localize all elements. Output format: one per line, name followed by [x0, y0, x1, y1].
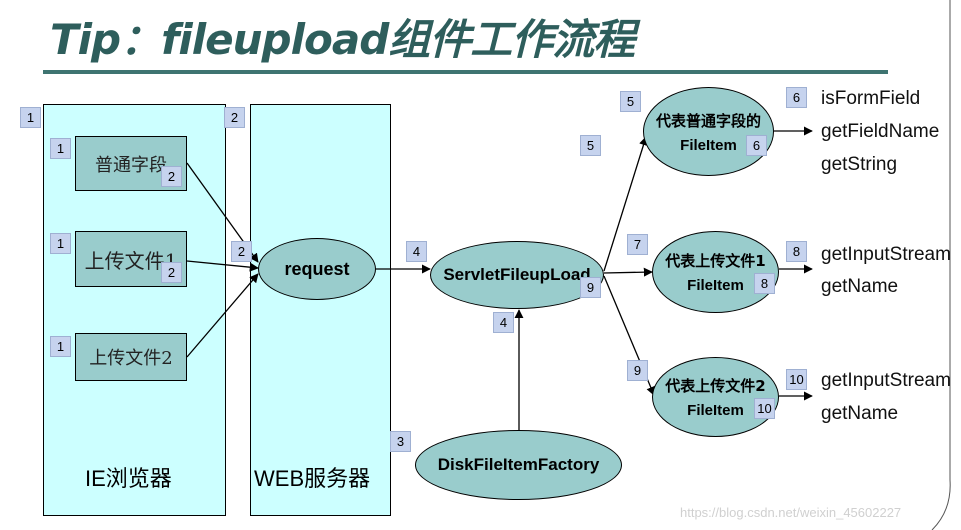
request-label: request: [284, 258, 350, 279]
step-badge: 9: [580, 277, 601, 298]
request-node: request: [258, 238, 376, 300]
form-field-file2: 上传文件2: [75, 333, 187, 381]
step-badge: 2: [161, 166, 182, 187]
disk-fileitem-factory-node: DiskFileItemFactory: [415, 430, 622, 500]
web-server-label: WEB服务器: [254, 466, 371, 491]
method-getname-file2: getName: [821, 403, 899, 424]
arrow-file1-to-request: [186, 260, 259, 272]
fileitem-file2-line2: FileItem: [687, 402, 744, 419]
web-server-panel: [250, 104, 391, 516]
browser-label: IE浏览器: [85, 466, 172, 491]
fileitem-file1-line1: 代表上传文件1: [665, 252, 766, 270]
method-getfieldname: getFieldName: [821, 121, 940, 142]
step-badge: 8: [786, 241, 807, 262]
step-badge: 1: [50, 336, 71, 357]
step-badge: 1: [50, 138, 71, 159]
method-getinputstream-file1: getInputStream: [821, 244, 951, 265]
page-title: Tip：fileupload组件工作流程: [50, 15, 635, 64]
step-badge: 2: [224, 107, 245, 128]
method-getinputstream-file2: getInputStream: [821, 370, 951, 391]
step-badge: 6: [786, 87, 807, 108]
arrow-file2-to-request: [186, 273, 259, 358]
servlet-fileupload-label: ServletFileupLoad: [443, 265, 591, 284]
servlet-fileupload-node: ServletFileupLoad: [430, 241, 604, 309]
step-badge: 4: [406, 241, 427, 262]
form-field-normal: 普通字段: [75, 136, 187, 191]
method-isformfield: isFormField: [821, 88, 921, 109]
step-badge: 4: [493, 312, 514, 333]
step-badge: 8: [754, 273, 775, 294]
fileitem-file1-node: 代表上传文件1 FileItem: [652, 231, 779, 313]
fileitem-file1-line2: FileItem: [687, 277, 744, 294]
step-badge: 6: [746, 135, 767, 156]
disk-fileitem-factory-label: DiskFileItemFactory: [437, 455, 600, 474]
watermark-url: https://blog.csdn.net/weixin_45602227: [680, 505, 902, 520]
method-getstring: getString: [821, 154, 898, 175]
step-badge: 10: [786, 369, 807, 390]
arrow-upload-to-file1-item: [603, 267, 653, 277]
step-badge: 9: [627, 360, 648, 381]
step-badge: 7: [627, 234, 648, 255]
step-badge: 2: [161, 262, 182, 283]
step-badge: 10: [754, 398, 775, 419]
arrow-upload-to-field-item: [603, 136, 648, 272]
fileitem-field-line2: FileItem: [680, 136, 737, 154]
step-badge: 5: [580, 135, 601, 156]
fileitem-field-node: 代表普通字段的 FileItem: [643, 87, 774, 176]
fileitem-file2-node: 代表上传文件2 FileItem: [652, 357, 779, 437]
step-badge: 2: [231, 241, 252, 262]
step-badge: 3: [390, 431, 411, 452]
method-getname-file1: getName: [821, 276, 899, 297]
fileitem-file2-line1: 代表上传文件2: [665, 377, 766, 395]
step-badge: 1: [50, 233, 71, 254]
fileitem-field-line1: 代表普通字段的: [655, 111, 761, 130]
title-divider: [43, 70, 888, 74]
step-badge: 5: [620, 91, 641, 112]
corner-curve: [931, 0, 951, 530]
step-badge: 1: [20, 107, 41, 128]
